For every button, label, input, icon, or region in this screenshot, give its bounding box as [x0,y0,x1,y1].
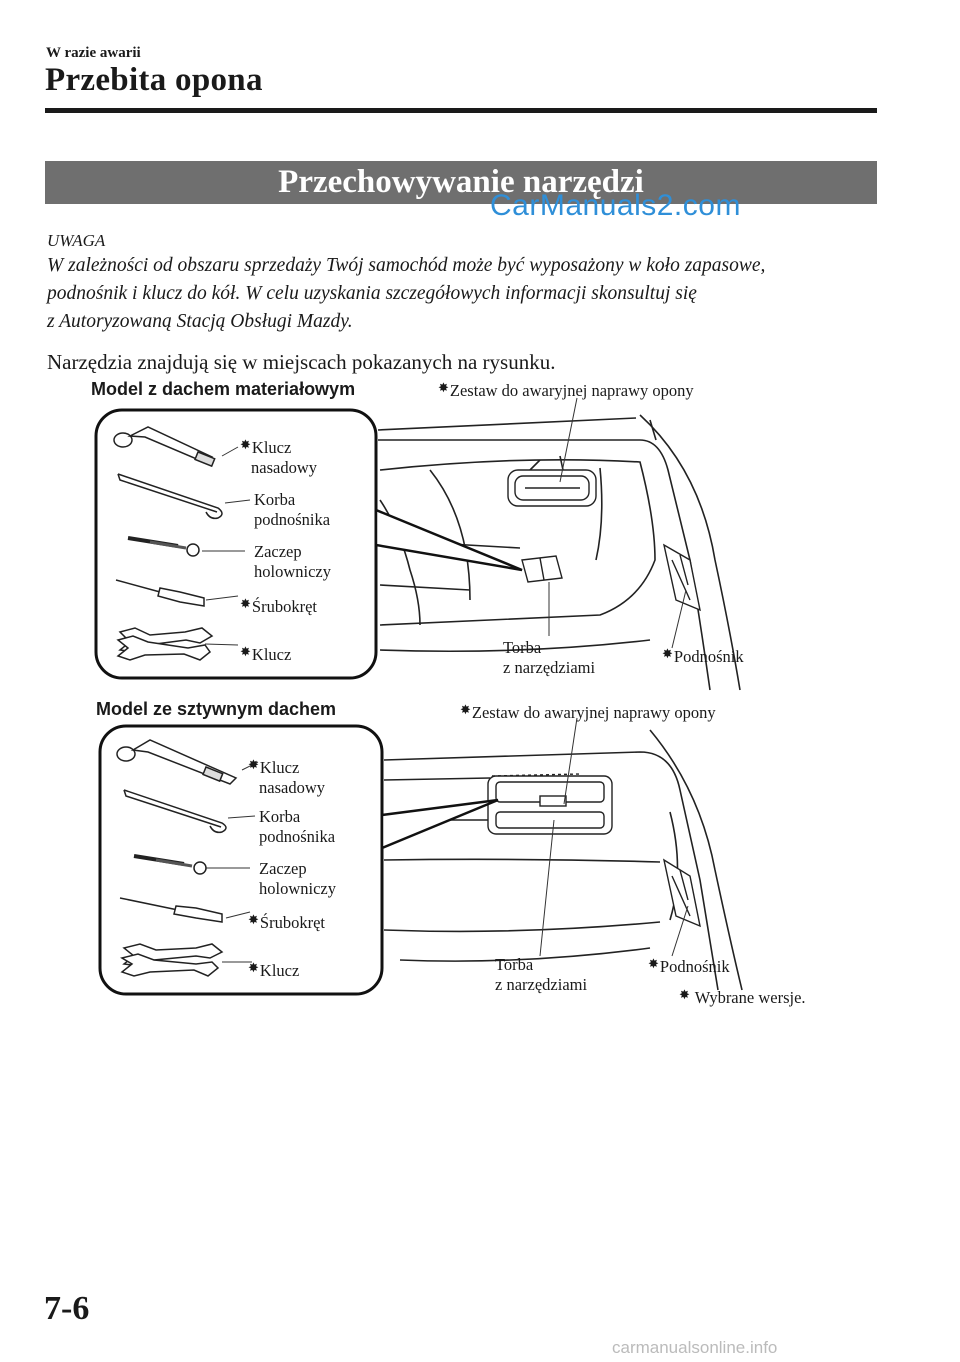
asterisk-icon: ✸ [460,702,471,717]
repair-kit-text: Zestaw do awaryjnej naprawy opony [449,381,694,400]
figure-2-tool-label: ✸Klucz [248,958,299,981]
asterisk-icon: ✸ [679,987,690,1002]
tool-label-line1: Śrubokręt [251,597,317,616]
figure-2-jack-label: ✸Podnośnik [648,954,730,977]
figure-1-model-label: Model z dachem materiałowym [91,379,356,399]
tool-bag-line1: Torba [495,955,534,974]
jack-text: Podnośnik [673,647,744,666]
tool-label-line2: nasadowy [259,778,325,797]
asterisk-icon: ✸ [248,757,259,772]
figure-1-tool-label: ✸Klucz [240,642,291,665]
section-heading: W razie awarii [46,45,141,61]
tool-label-line1: Zaczep [254,542,302,561]
figure-2-model-label: Model ze sztywnym dachem [96,699,337,719]
page-number: 7-6 [44,1290,90,1327]
tool-label-line2: holowniczy [259,879,336,898]
section-banner: Przechowywanie narzędzi [45,161,877,204]
tool-label-line2: podnośnika [254,510,331,529]
asterisk-icon: ✸ [248,960,259,975]
asterisk-icon: ✸ [240,437,251,452]
footnote-selected-versions: ✸ Wybrane wersje. [679,985,806,1008]
watermark-logo: CarManuals2.com [490,189,741,222]
repair-kit-text: Zestaw do awaryjnej naprawy opony [471,703,716,722]
asterisk-icon: ✸ [438,380,449,395]
note-line: W zależności od obszaru sprzedaży Twój s… [47,255,766,276]
figure-2-repair-kit-label: ✸Zestaw do awaryjnej naprawy opony [460,700,716,723]
tool-label-line1: Klucz [251,438,292,457]
watermark-footer: carmanualsonline.info [612,1338,778,1357]
tool-label-line1: Klucz [251,645,292,664]
tool-label-line2: nasadowy [251,458,317,477]
figure-1-repair-kit-label: ✸Zestaw do awaryjnej naprawy opony [438,378,694,401]
tool-bag-line2: z narzędziami [495,975,588,994]
body-paragraph: Narzędzia znajdują się w miejscach pokaz… [47,350,556,374]
tool-label-line1: Klucz [259,961,300,980]
asterisk-icon: ✸ [248,912,259,927]
figure-1-jack-label: ✸Podnośnik [662,644,744,667]
jack-text: Podnośnik [659,957,730,976]
tool-bag-line1: Torba [503,638,542,657]
asterisk-icon: ✸ [648,956,659,971]
tool-label-line1: Śrubokręt [259,913,325,932]
tool-label-line1: Zaczep [259,859,307,878]
tool-label-line2: holowniczy [254,562,331,581]
asterisk-icon: ✸ [662,646,673,661]
figure-2-tool-label: ✸Śrubokręt [248,910,325,933]
note-line: z Autoryzowaną Stacją Obsługi Mazdy. [47,311,353,332]
page-title: Przebita opona [45,62,263,98]
footnote-text: Wybrane wersje. [694,988,806,1007]
note-heading: UWAGA [47,231,106,250]
tool-bag-line2: z narzędziami [503,658,596,677]
asterisk-icon: ✸ [240,596,251,611]
title-rule [45,108,877,113]
note-line: podnośnik i klucz do kół. W celu uzyskan… [47,283,697,304]
figure-1-tool-label: ✸Śrubokręt [240,594,317,617]
tool-label-line1: Korba [259,807,301,826]
tool-label-line1: Korba [254,490,296,509]
tool-label-line1: Klucz [259,758,300,777]
tool-label-line2: podnośnika [259,827,336,846]
asterisk-icon: ✸ [240,644,251,659]
